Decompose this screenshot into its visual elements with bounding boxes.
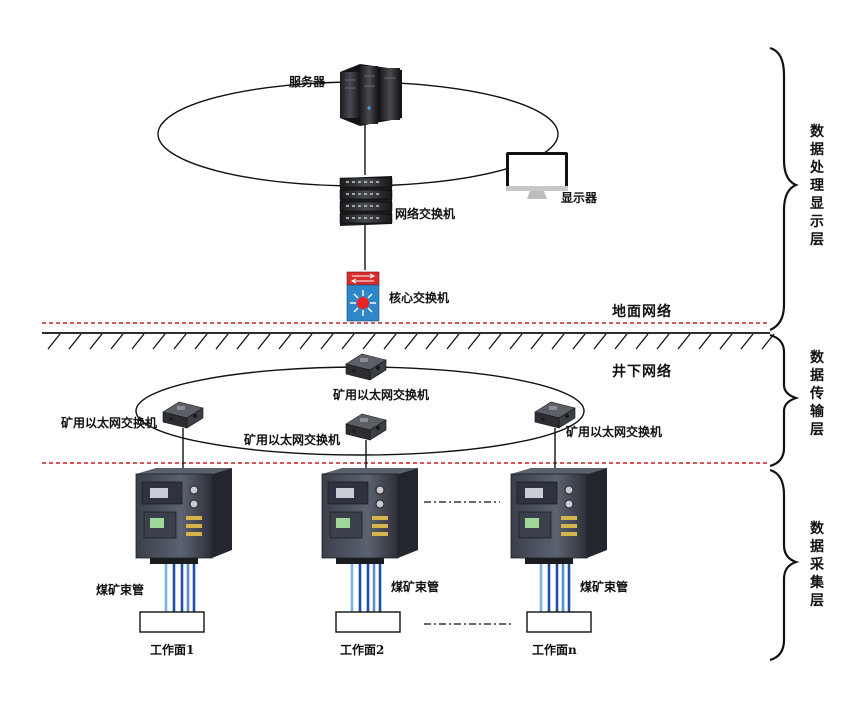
layer-label-middle: 数据传输层 (810, 350, 824, 438)
core-switch-label: 核心交换机 (389, 291, 450, 305)
layer-label-bottom: 数据采集层 (810, 521, 824, 609)
working-face-label-2: 工作面2 (340, 643, 385, 657)
layer-brace-bottom (769, 468, 800, 662)
ground-network-label: 地面网络 (612, 304, 672, 320)
mine-switch-label-right: 矿用以太网交换机 (566, 425, 663, 439)
layer-brace-middle (769, 333, 800, 468)
layer-label-top: 数据处理显示层 (810, 124, 824, 248)
monitor-label: 显示器 (561, 191, 598, 205)
underground-network-label: 井下网络 (612, 364, 672, 380)
core-switch-icon (346, 271, 380, 322)
network-switch-icon (339, 176, 393, 226)
tube-bundle-1 (164, 564, 196, 612)
mine-switch-label-top: 矿用以太网交换机 (333, 388, 430, 402)
monitor-icon (506, 152, 568, 199)
working-face-box-3 (526, 611, 592, 633)
tube-bundle-3 (539, 564, 571, 612)
gas-analyzer-cabinet-2 (321, 468, 418, 564)
mine-switch-right-icon (534, 401, 576, 429)
tube-label-3: 煤矿束管 (580, 580, 629, 594)
working-face-box-1 (139, 611, 205, 633)
mine-switch-left-icon (162, 401, 204, 429)
working-face-label-1: 工作面1 (150, 643, 195, 657)
tube-label-1: 煤矿束管 (96, 583, 145, 597)
tube-bundle-2 (350, 564, 382, 612)
mine-switch-top-icon (345, 353, 387, 381)
layer-brace-top (769, 46, 799, 332)
mine-switch-label-left: 矿用以太网交换机 (61, 416, 158, 430)
gas-analyzer-cabinet-1 (135, 468, 232, 564)
gas-analyzer-cabinet-3 (510, 468, 607, 564)
tube-label-2: 煤矿束管 (391, 580, 440, 594)
working-face-box-2 (335, 611, 401, 633)
mine-switch-label-center: 矿用以太网交换机 (244, 433, 341, 447)
server-icon (340, 64, 402, 126)
server-label: 服务器 (289, 75, 326, 89)
ground-hatching (47, 333, 775, 350)
working-face-label-3: 工作面n (532, 643, 577, 657)
mine-switch-center-icon (345, 413, 387, 441)
network-switch-label: 网络交换机 (395, 207, 456, 221)
